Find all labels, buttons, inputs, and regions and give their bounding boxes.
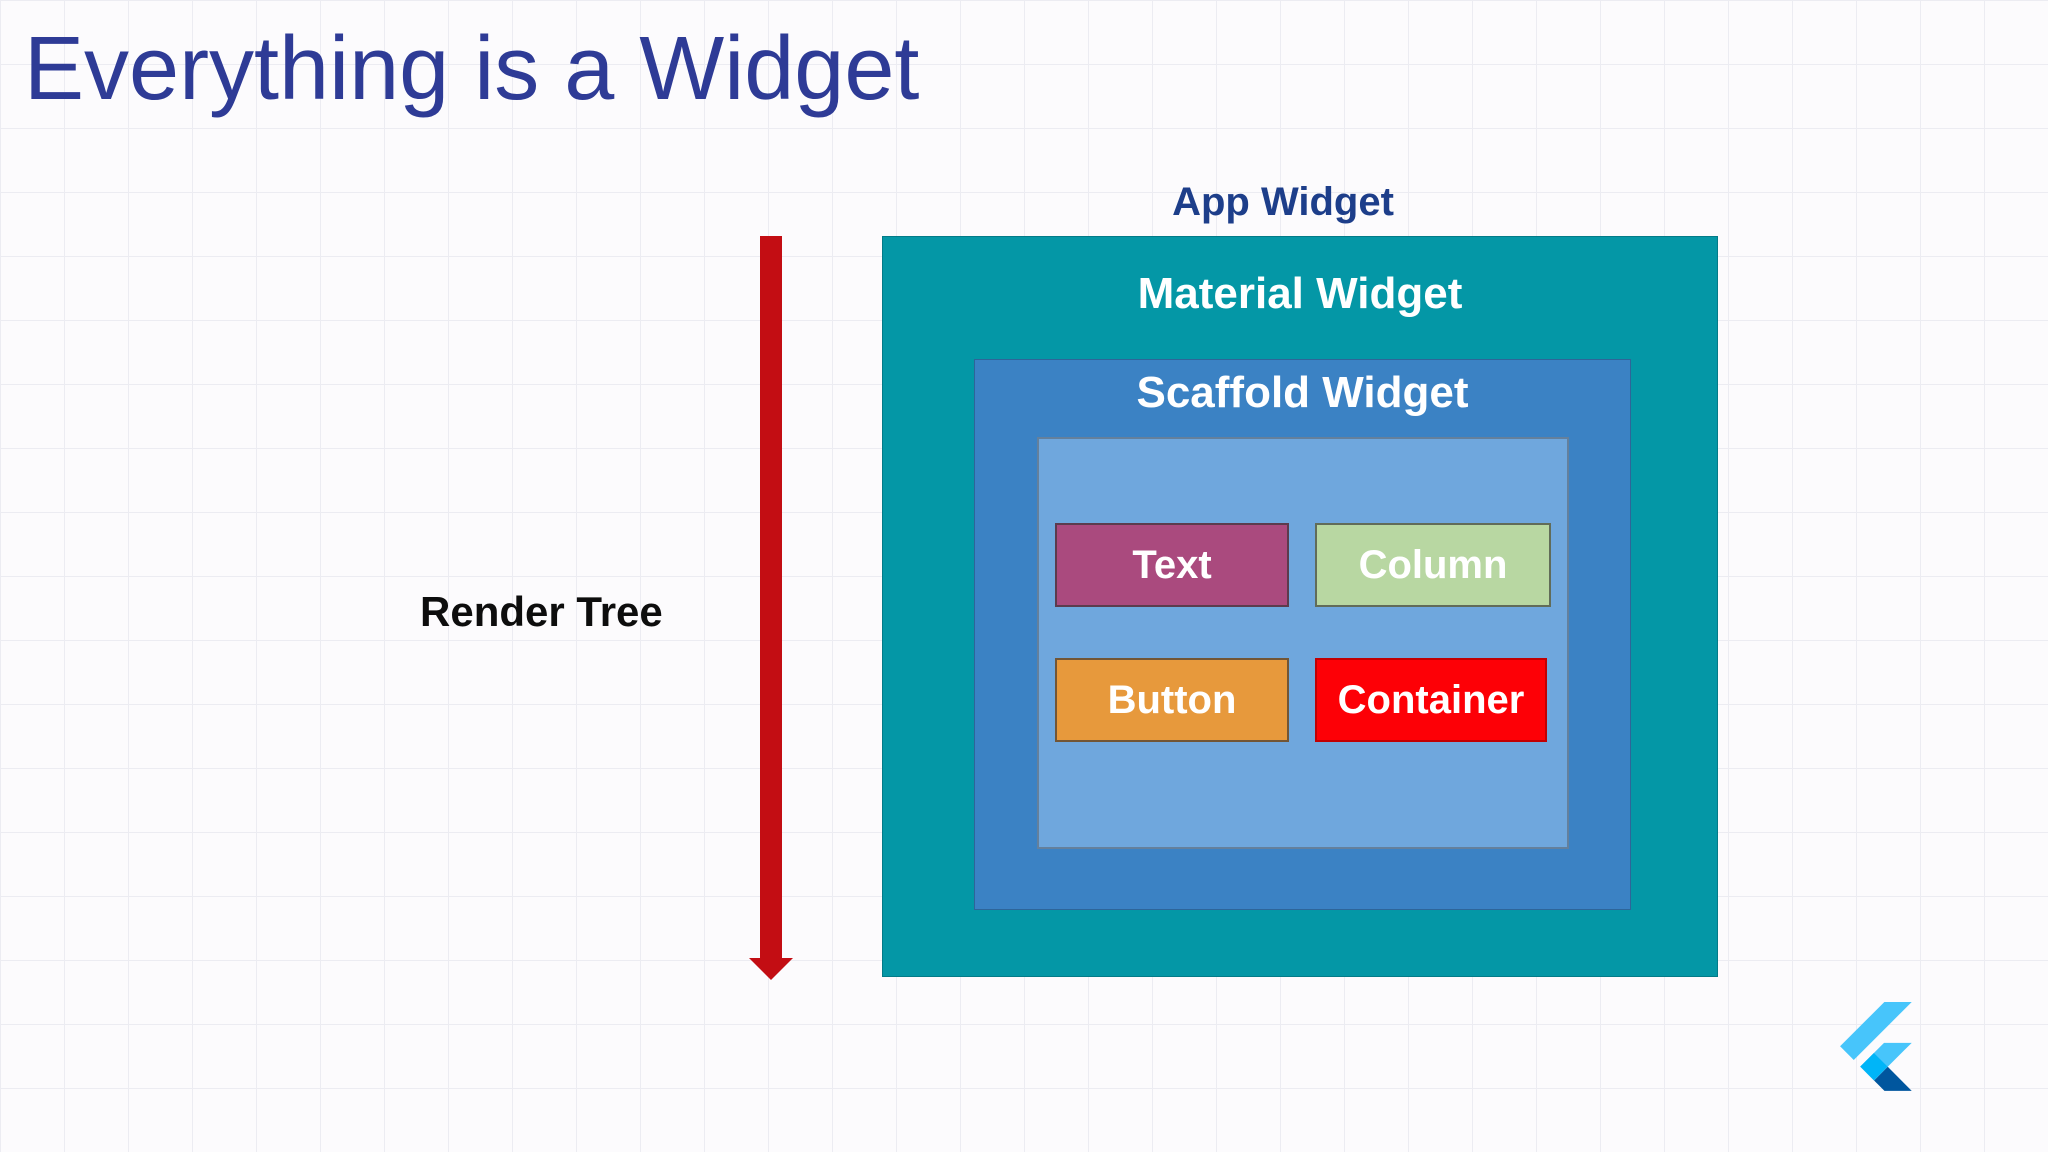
scaffold-body-box: Text Column Button Container — [1037, 437, 1569, 849]
render-tree-arrow-shaft — [760, 236, 782, 958]
scaffold-widget-box: Scaffold Widget Text Column Button Conta… — [974, 359, 1631, 910]
app-widget-label: App Widget — [1172, 180, 1394, 224]
slide-title: Everything is a Widget — [24, 19, 920, 119]
text-widget-box: Text — [1055, 523, 1289, 607]
scaffold-widget-label: Scaffold Widget — [1136, 368, 1469, 417]
down-arrow-icon — [749, 958, 793, 980]
column-widget-label: Column — [1358, 542, 1508, 587]
button-widget-box: Button — [1055, 658, 1289, 742]
flutter-logo-icon — [1840, 1002, 1912, 1091]
material-widget-label: Material Widget — [1137, 269, 1463, 318]
button-widget-label: Button — [1107, 677, 1237, 722]
container-widget-box: Container — [1315, 658, 1547, 742]
text-widget-label: Text — [1132, 542, 1212, 587]
material-widget-box: Material Widget Scaffold Widget Text Col… — [882, 236, 1718, 977]
column-widget-box: Column — [1315, 523, 1551, 607]
render-tree-label: Render Tree — [420, 588, 663, 635]
container-widget-label: Container — [1337, 677, 1525, 722]
